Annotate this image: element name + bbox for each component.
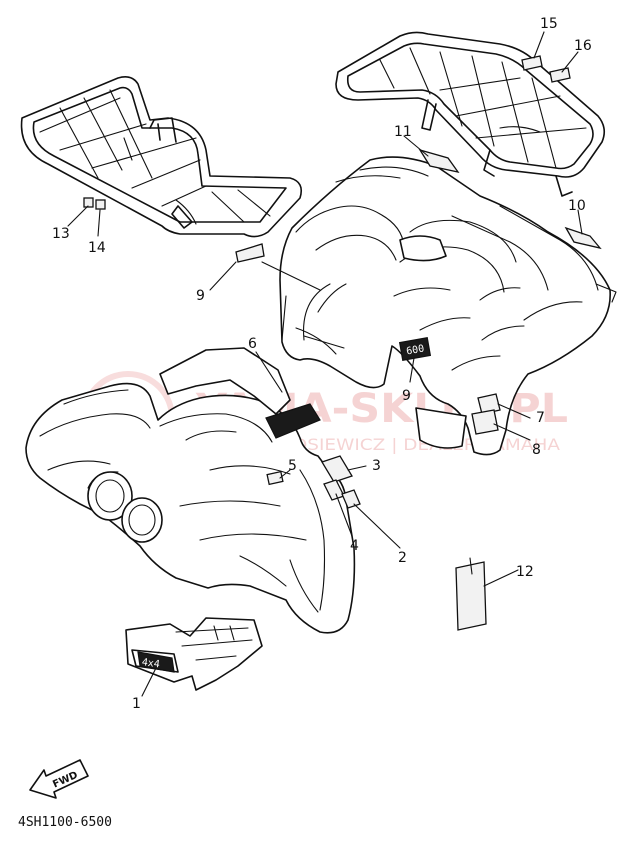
callout-15: 15 [540,16,558,32]
front-fender [25,382,356,634]
decal-10 [564,226,602,250]
callout-11: 11 [394,124,412,140]
decal-6-outline [159,347,291,415]
rear-fender [279,156,617,456]
decal-8 [471,409,499,435]
callout-13: 13 [52,226,70,242]
callout-5: 5 [288,458,297,474]
decal-13 [83,197,94,208]
callout-10: 10 [568,198,586,214]
callout-4: 4 [350,538,359,554]
decal-14 [95,199,106,210]
callout-12: 12 [516,564,534,580]
rear-badge-text: 600 [405,343,425,357]
callout-2: 2 [398,550,407,566]
callout-7: 7 [536,410,545,426]
decal-2 [341,489,361,509]
decal-12 [455,561,487,631]
front-carrier-rack [20,76,303,238]
decal-9-upper [235,243,265,263]
callout-14: 14 [88,240,106,256]
callout-9-lower: 9 [402,388,411,404]
decal-11 [418,148,460,173]
callout-16: 16 [574,38,592,54]
rear-carrier-rack [335,31,606,197]
decals: 600 4x4 [83,55,602,673]
decal-6-badge [265,403,321,439]
callout-8: 8 [532,442,541,458]
fwd-arrow: FWD [29,759,89,799]
front-badge-text: 4x4 [141,657,160,670]
callout-1: 1 [132,696,141,712]
callout-numbers: 1 2 3 4 5 6 7 8 9 9 10 11 12 13 14 15 16 [52,16,592,712]
decal-3 [321,455,353,483]
decal-16 [549,67,571,83]
decal-9-badge [398,337,432,361]
callout-3: 3 [372,458,381,474]
callout-6: 6 [248,336,257,352]
part-code: 4SH1100-6500 [18,815,112,830]
decal-7 [477,393,501,415]
callout-9-upper: 9 [196,288,205,304]
leader-lines [67,31,583,697]
decal-1-badge [137,651,175,673]
decal-15 [521,55,543,71]
